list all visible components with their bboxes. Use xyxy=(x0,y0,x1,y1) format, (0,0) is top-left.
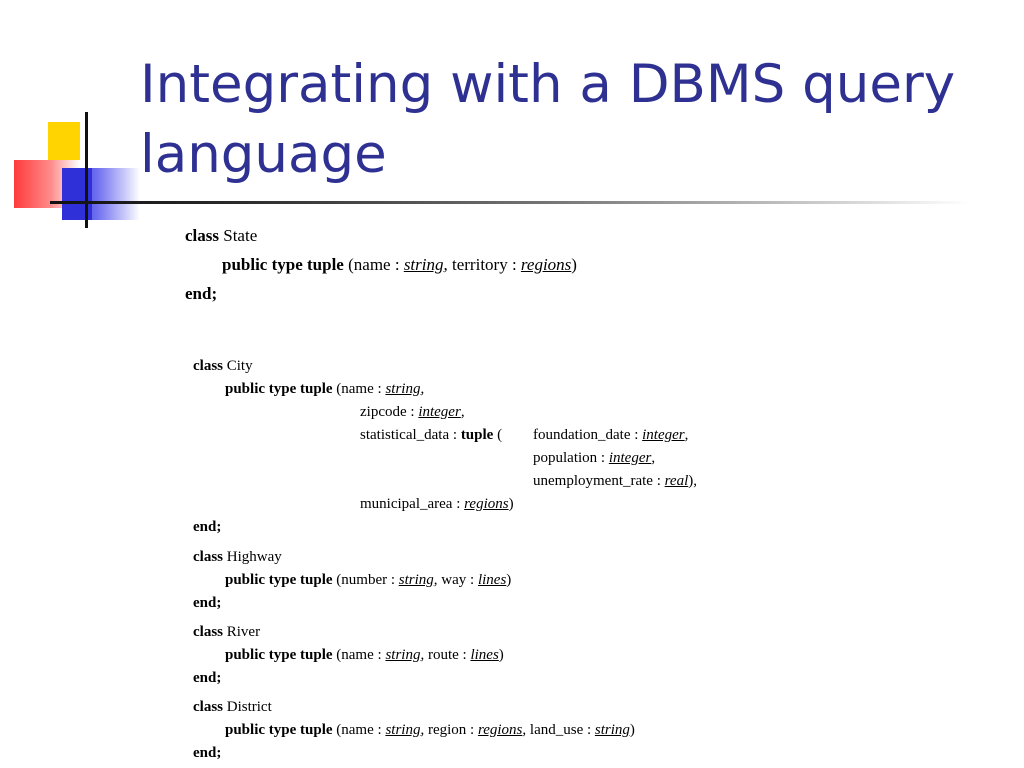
class-keyword: class xyxy=(193,549,223,565)
class-name: District xyxy=(226,699,272,715)
class-name: River xyxy=(226,624,261,640)
vertical-rule xyxy=(85,112,88,228)
end-keyword: end; xyxy=(193,595,222,611)
city-type-line-5: unemployment_rate : real), xyxy=(533,473,697,490)
end-keyword: end; xyxy=(185,284,218,303)
field-text: ) xyxy=(498,647,504,663)
river-type-line: public type tuple (name : string, route … xyxy=(225,647,504,664)
type-regions: regions xyxy=(477,722,523,738)
type-string: string xyxy=(403,255,444,274)
field-text: unemployment_rate : xyxy=(533,473,665,489)
highway-class-definition: class Highway public type tuple (number … xyxy=(193,549,613,614)
field-text: foundation_date : xyxy=(533,427,643,443)
type-string: string xyxy=(594,722,630,738)
slide-title-line-1: Integrating with a DBMS query xyxy=(140,54,956,115)
highway-type-line: public type tuple (number : string, way … xyxy=(225,572,511,589)
field-text: , xyxy=(460,404,465,420)
river-class-header: class River xyxy=(193,624,260,641)
slide-title: Integrating with a DBMS query language xyxy=(140,50,1010,190)
state-class-header: class State xyxy=(185,226,257,246)
class-keyword: class xyxy=(185,226,219,245)
end-keyword: end; xyxy=(193,670,222,686)
field-text: ) xyxy=(629,722,635,738)
type-regions: regions xyxy=(520,255,572,274)
city-class-header: class City xyxy=(193,358,253,375)
city-type-line-3: statistical_data : tuple ( xyxy=(360,427,502,444)
title-underline-rule xyxy=(50,201,970,204)
field-text: ) xyxy=(571,255,577,274)
field-text: , route : xyxy=(420,647,471,663)
district-type-line: public type tuple (name : string, region… xyxy=(225,722,635,739)
field-text: (name : xyxy=(343,255,404,274)
class-keyword: class xyxy=(193,699,223,715)
end-keyword: end; xyxy=(193,745,222,761)
type-integer: integer xyxy=(642,427,685,443)
type-lines: lines xyxy=(470,647,499,663)
highway-class-header: class Highway xyxy=(193,549,282,566)
field-text: (name : xyxy=(332,722,386,738)
field-text: , territory : xyxy=(443,255,521,274)
type-string: string xyxy=(385,722,421,738)
city-type-line-6: municipal_area : regions) xyxy=(360,496,514,513)
yellow-square-decoration xyxy=(48,122,80,164)
public-type-tuple-keyword: public type tuple xyxy=(222,255,344,274)
field-text: zipcode : xyxy=(360,404,419,420)
class-name: State xyxy=(223,226,258,245)
city-type-line-4: population : integer, xyxy=(533,450,655,467)
field-text: , xyxy=(651,450,656,466)
field-text: population : xyxy=(533,450,609,466)
field-text: (number : xyxy=(332,572,399,588)
type-string: string xyxy=(385,647,421,663)
field-text: ( xyxy=(493,427,503,443)
class-name: Highway xyxy=(226,549,282,565)
city-type-line-2: zipcode : integer, xyxy=(360,404,465,421)
slide-title-line-2: language xyxy=(140,124,387,185)
type-string: string xyxy=(398,572,434,588)
river-class-definition: class River public type tuple (name : st… xyxy=(193,624,613,689)
city-type-line-1: public type tuple (name : string, xyxy=(225,381,424,398)
class-name: City xyxy=(226,358,253,374)
city-type-line-3-field: foundation_date : integer, xyxy=(533,427,688,444)
public-type-tuple-keyword: public type tuple xyxy=(225,572,333,588)
type-string: string xyxy=(385,381,421,397)
end-keyword: end; xyxy=(193,519,222,535)
class-keyword: class xyxy=(193,624,223,640)
type-integer: integer xyxy=(418,404,461,420)
field-text: , region : xyxy=(420,722,478,738)
field-text: statistical_data : xyxy=(360,427,461,443)
field-text: , xyxy=(420,381,425,397)
field-text: ) xyxy=(506,572,512,588)
field-text: (name : xyxy=(332,381,386,397)
field-text: , land_use : xyxy=(522,722,595,738)
district-class-header: class District xyxy=(193,699,272,716)
field-text: ) xyxy=(508,496,514,512)
type-regions: regions xyxy=(464,496,509,512)
class-keyword: class xyxy=(193,358,223,374)
tuple-keyword: tuple xyxy=(460,427,494,443)
type-real: real xyxy=(664,473,689,489)
public-type-tuple-keyword: public type tuple xyxy=(225,647,333,663)
public-type-tuple-keyword: public type tuple xyxy=(225,722,333,738)
type-lines: lines xyxy=(477,572,507,588)
field-text: , way : xyxy=(433,572,478,588)
field-text: , xyxy=(684,427,689,443)
public-type-tuple-keyword: public type tuple xyxy=(225,381,333,397)
city-class-definition: class City public type tuple (name : str… xyxy=(193,358,753,543)
field-text: ), xyxy=(688,473,697,489)
type-integer: integer xyxy=(608,450,652,466)
state-class-definition: class State public type tuple (name : st… xyxy=(185,226,705,306)
state-type-line: public type tuple (name : string, territ… xyxy=(222,255,577,275)
district-class-definition: class District public type tuple (name :… xyxy=(193,699,753,764)
corner-decoration xyxy=(0,100,970,230)
field-text: (name : xyxy=(332,647,386,663)
field-text: municipal_area : xyxy=(360,496,465,512)
